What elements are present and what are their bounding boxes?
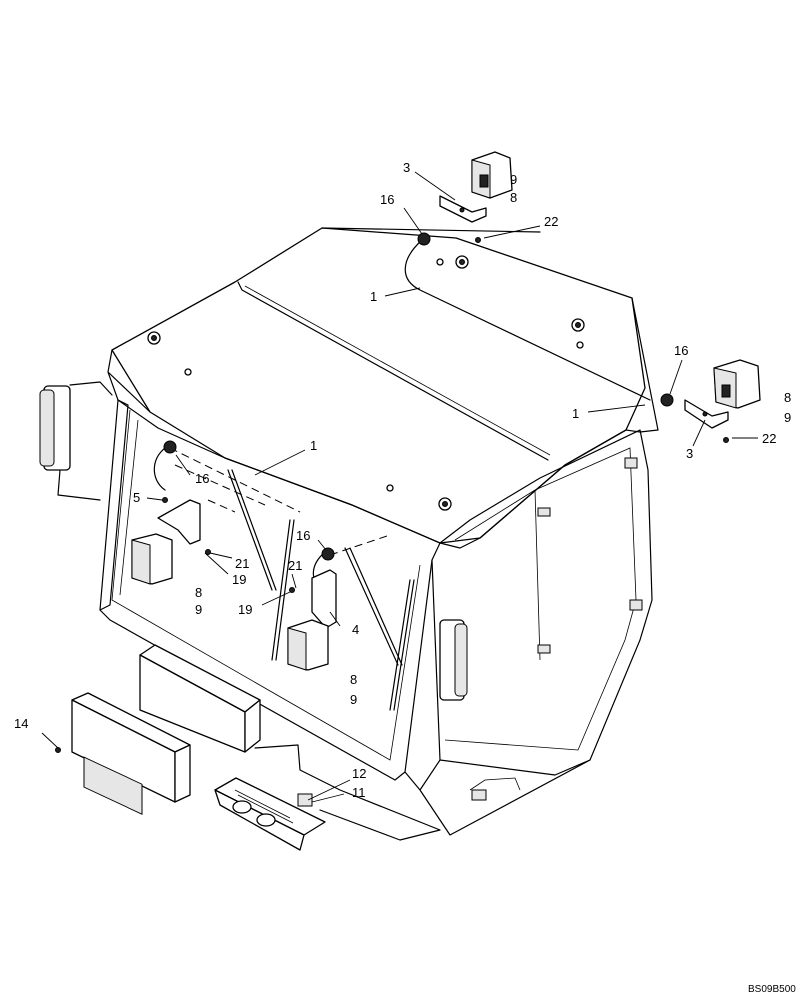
callout-3-right: 3 xyxy=(686,446,693,461)
screw-mid xyxy=(289,587,295,593)
roof-front-rim xyxy=(107,349,441,544)
panel-screw xyxy=(55,747,61,753)
work-light-left xyxy=(131,533,173,585)
lift-eye-rear-hole xyxy=(459,259,465,265)
screw-left xyxy=(162,497,168,503)
harness-roof xyxy=(404,239,651,401)
under-dash-side xyxy=(244,699,261,753)
lower-frame xyxy=(404,759,591,836)
roof-bolt-1 xyxy=(184,368,192,376)
callout-12: 12 xyxy=(352,766,366,781)
roof-seam xyxy=(237,281,549,461)
side-door-frame xyxy=(431,429,653,776)
callout-9-left: 9 xyxy=(195,602,202,617)
work-light-top xyxy=(471,151,513,199)
bracket-left xyxy=(157,499,201,545)
cab-body xyxy=(99,227,659,841)
bracket-right xyxy=(684,399,729,429)
hinge-upper xyxy=(537,507,551,517)
hinge-rear xyxy=(624,457,638,469)
callout-19-mid: 19 xyxy=(238,602,252,617)
roof-seam-edge xyxy=(244,285,551,456)
grommet-mid xyxy=(321,547,335,561)
grommet-right xyxy=(660,393,674,407)
roof-bolt-2 xyxy=(386,484,394,492)
callout-8-left: 8 xyxy=(195,585,202,600)
callout-1-roof: 1 xyxy=(370,289,377,304)
callout-16-mid: 16 xyxy=(296,528,310,543)
callout-8-right: 8 xyxy=(784,390,791,405)
wiper-right xyxy=(344,547,415,711)
callout-16-right: 16 xyxy=(674,343,688,358)
harness-roof-edge xyxy=(321,227,541,233)
instrument-cluster xyxy=(214,777,326,851)
cab-roof xyxy=(111,227,646,544)
work-light-mid xyxy=(287,619,329,671)
callout-5-left: 5 xyxy=(133,490,140,505)
callout-22-top: 22 xyxy=(544,214,558,229)
callout-labels: 3 9 8 16 22 1 16 8 9 1 22 3 1 16 5 21 19… xyxy=(14,160,791,800)
switch-block xyxy=(83,756,143,815)
callout-1-front: 1 xyxy=(310,438,317,453)
screw-left-2 xyxy=(205,549,211,555)
mount-dash-front xyxy=(169,447,301,513)
roof-right-rim xyxy=(625,297,659,433)
callout-22-right: 22 xyxy=(762,431,776,446)
screw-top xyxy=(475,237,481,243)
callout-9-top: 9 xyxy=(510,172,517,187)
callout-9-mid: 9 xyxy=(350,692,357,707)
lift-eye-left-hole xyxy=(151,335,157,341)
grommet-left xyxy=(163,440,177,454)
grommet-top xyxy=(417,232,431,246)
mirror-left xyxy=(39,381,113,501)
callout-3-top: 3 xyxy=(403,160,410,175)
callout-21-left: 21 xyxy=(235,556,249,571)
figure-code: BS09B500 xyxy=(748,984,796,995)
callout-4-mid: 4 xyxy=(352,622,359,637)
switch-panel xyxy=(71,692,191,815)
bracket-top xyxy=(439,195,487,223)
roof-lower-right xyxy=(439,429,627,549)
roof-bolt-3 xyxy=(576,341,584,349)
callout-8-mid: 8 xyxy=(350,672,357,687)
screw-right xyxy=(723,437,729,443)
console-outline xyxy=(254,744,441,841)
hinge-lower xyxy=(537,644,551,654)
front-glass-inner xyxy=(119,419,139,596)
roof-bolt-4 xyxy=(436,258,444,266)
door-handle xyxy=(469,777,521,791)
callout-21-mid: 21 xyxy=(288,558,302,573)
bracket-mid xyxy=(311,569,337,629)
lift-eye-right-hole xyxy=(575,322,581,328)
callout-1-right: 1 xyxy=(572,406,579,421)
lift-eye-front-hole xyxy=(442,501,448,507)
mount-dash-mid xyxy=(329,534,391,556)
latch xyxy=(471,789,487,801)
side-door-divider xyxy=(534,489,541,661)
callout-19-left: 19 xyxy=(232,572,246,587)
mirror-right xyxy=(439,619,468,701)
left-post xyxy=(99,399,129,611)
callout-11: 11 xyxy=(352,785,366,800)
callout-16-top: 16 xyxy=(380,192,394,207)
callout-9-right: 9 xyxy=(784,410,791,425)
callout-14: 14 xyxy=(14,716,28,731)
hinge-rear-lower xyxy=(629,599,643,611)
work-light-right xyxy=(713,359,761,409)
front-glass-edge xyxy=(111,409,421,761)
leader-lines xyxy=(41,171,758,803)
callout-16-left: 16 xyxy=(195,471,209,486)
callout-8-top: 8 xyxy=(510,190,517,205)
wiper-left xyxy=(227,469,295,661)
connector-11 xyxy=(297,793,313,807)
